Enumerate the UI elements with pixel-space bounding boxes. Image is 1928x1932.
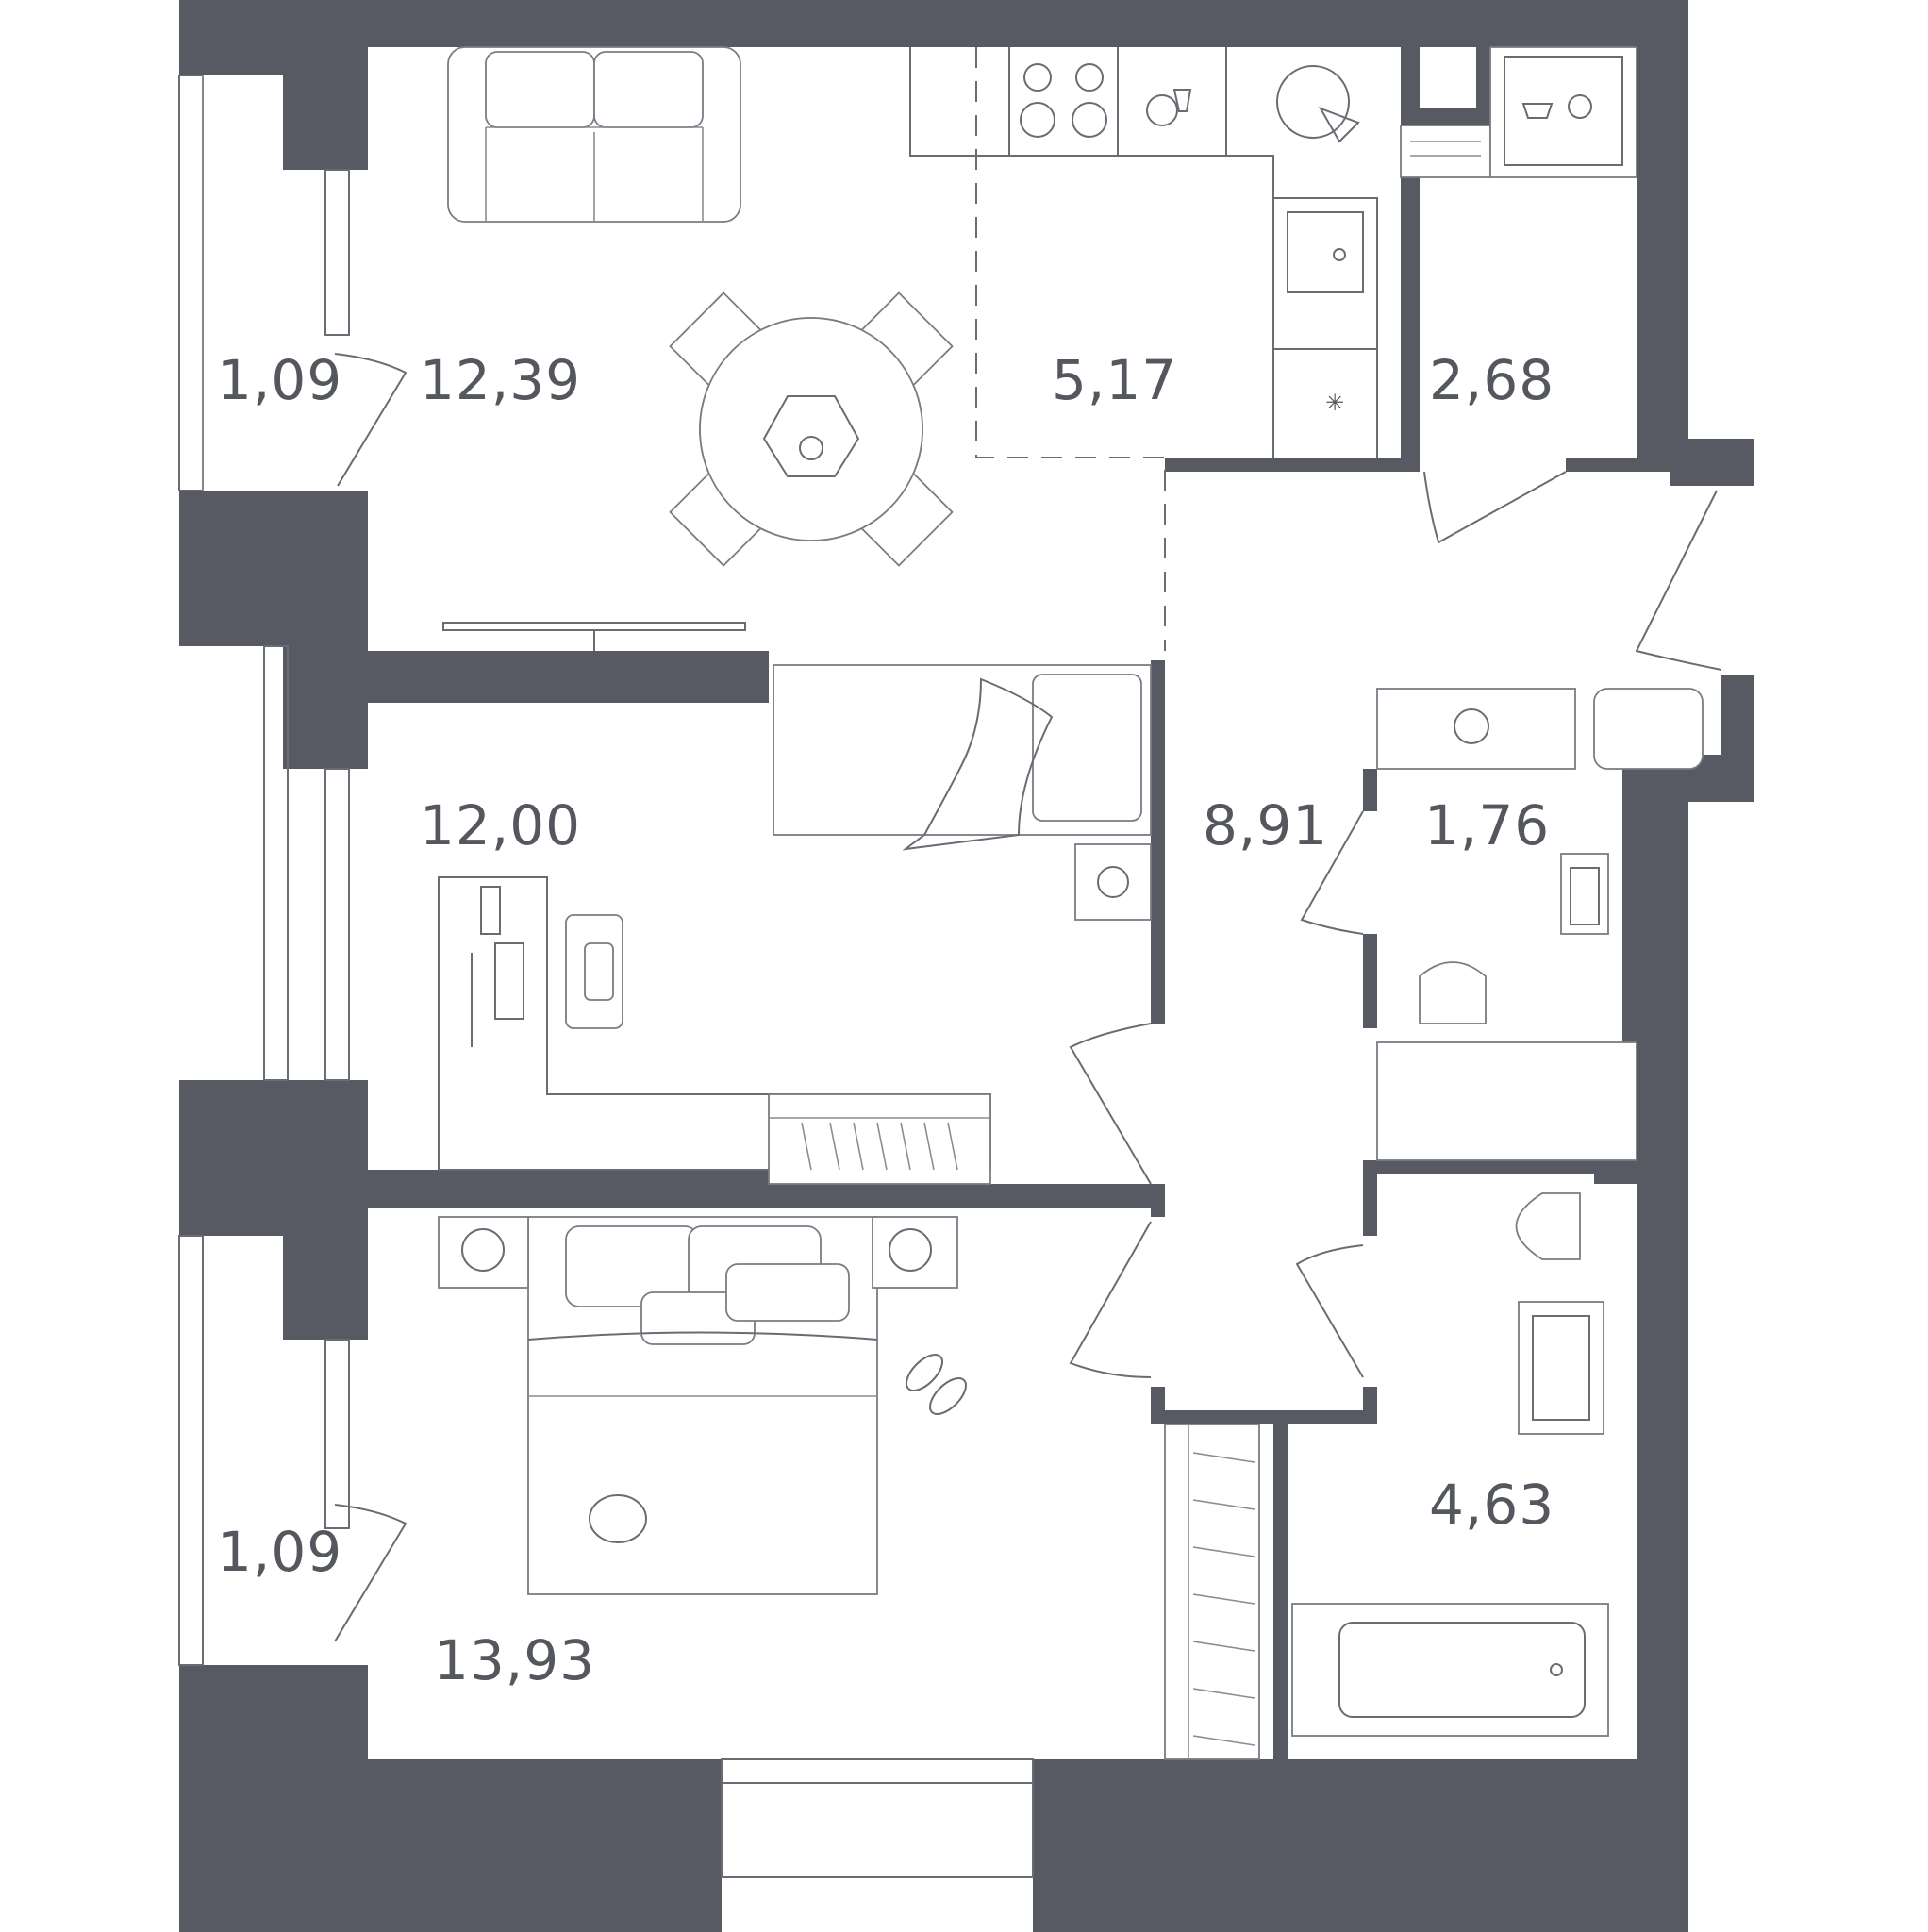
slippers-icon bbox=[906, 1354, 967, 1415]
area-labels: 1,09 12,39 5,17 2,68 12,00 8,91 1,76 4,6… bbox=[217, 348, 1554, 1692]
dining-set bbox=[669, 291, 954, 567]
glass-icon bbox=[1146, 89, 1192, 126]
single-bed bbox=[773, 664, 1152, 851]
area-living-room: 12,39 bbox=[420, 348, 581, 412]
kitchen-zone-boundary bbox=[975, 47, 1166, 651]
wc-fixtures bbox=[1376, 853, 1637, 1161]
nightstand-2 bbox=[438, 1216, 529, 1289]
tv bbox=[442, 622, 746, 651]
area-bedroom-2: 13,93 bbox=[434, 1628, 595, 1692]
nightstand-3 bbox=[872, 1216, 958, 1289]
cooktop-icon bbox=[1020, 63, 1107, 138]
area-hallway: 8,91 bbox=[1203, 793, 1328, 858]
walls bbox=[179, 0, 1754, 1932]
washing-machine-icon bbox=[1521, 94, 1592, 119]
area-bedroom-1: 12,00 bbox=[420, 793, 581, 858]
wardrobe-1 bbox=[768, 1093, 991, 1185]
wardrobe-2 bbox=[1164, 1424, 1260, 1760]
fridge-mark-icon: ✳ bbox=[1325, 390, 1345, 416]
doors bbox=[334, 353, 1722, 1642]
area-balcony-bottom: 1,09 bbox=[217, 1520, 342, 1584]
double-bed bbox=[527, 1216, 878, 1595]
area-storage: 2,68 bbox=[1429, 348, 1554, 412]
pie-icon bbox=[1276, 65, 1360, 143]
area-bathroom: 4,63 bbox=[1429, 1473, 1554, 1537]
bathroom-fixtures bbox=[1291, 1192, 1609, 1737]
area-kitchen: 5,17 bbox=[1052, 348, 1177, 412]
area-wc: 1,76 bbox=[1424, 793, 1550, 858]
kitchen-sink-icon bbox=[1287, 211, 1364, 293]
windows bbox=[178, 75, 1034, 1878]
sofa bbox=[447, 46, 741, 223]
hall-shoe-cabinet bbox=[1376, 688, 1704, 770]
kitchen-counter: ✳ bbox=[909, 47, 1378, 458]
area-balcony-top: 1,09 bbox=[217, 348, 342, 412]
storage-fixtures bbox=[1400, 46, 1637, 178]
nightstand-1 bbox=[1074, 843, 1152, 921]
